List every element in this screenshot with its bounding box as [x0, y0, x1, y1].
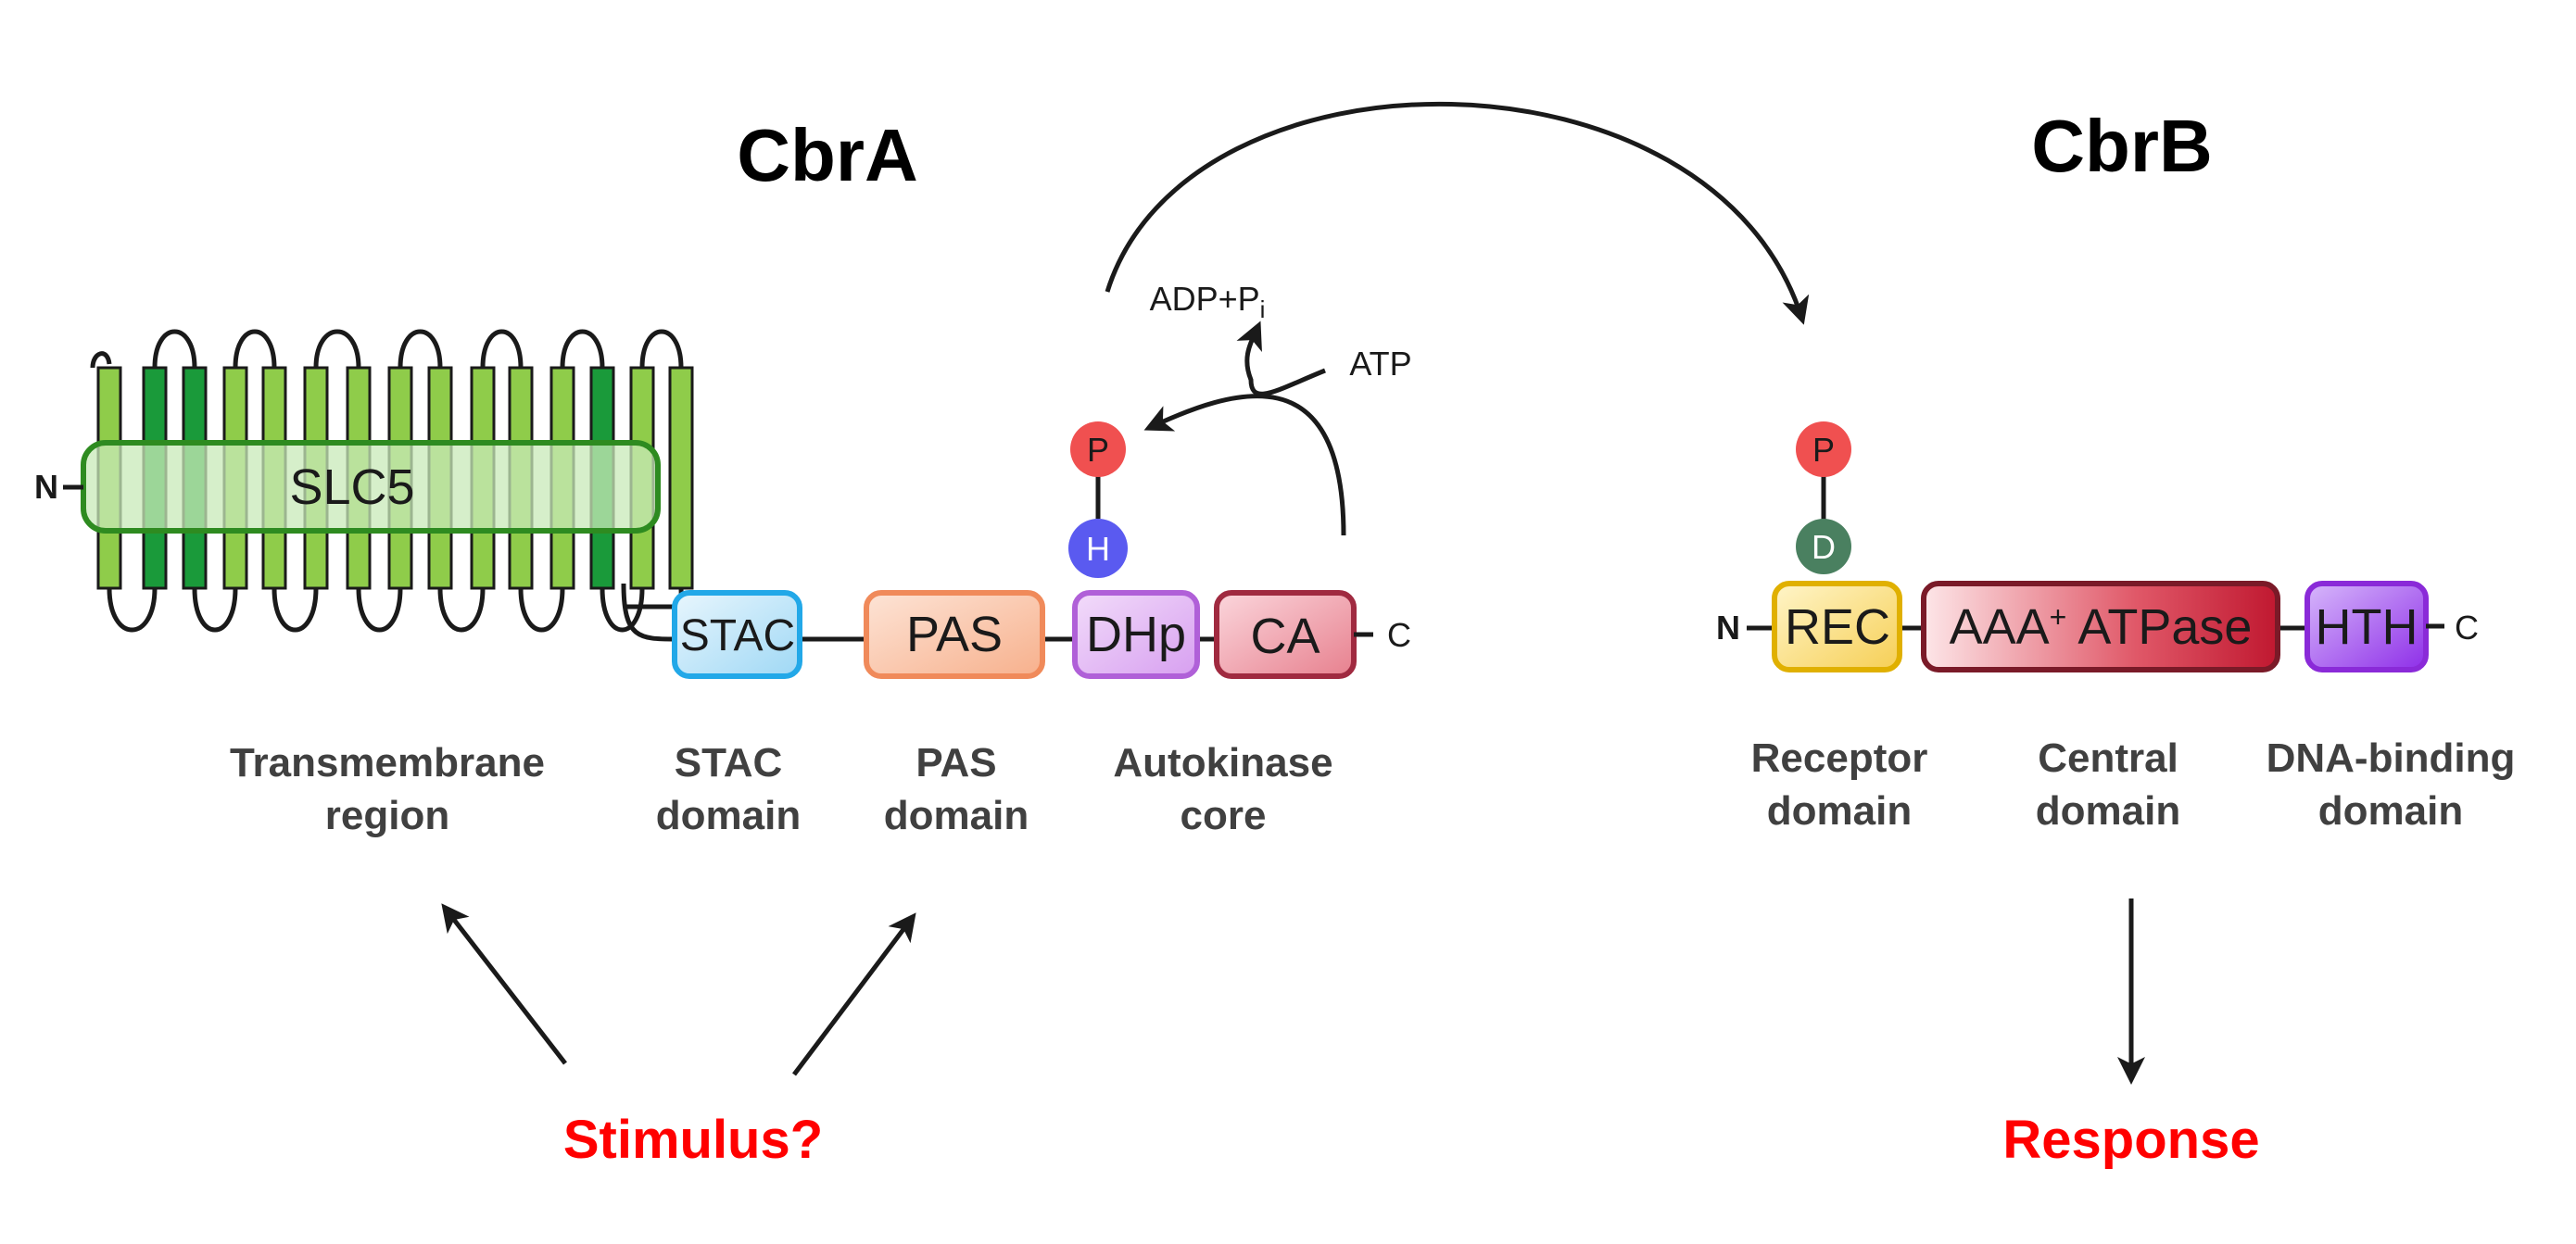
rec-domain-label: REC [1785, 599, 1890, 655]
autophosphorylation-arrow [1143, 394, 1346, 536]
autokinase-label-line2: core [1181, 793, 1267, 838]
tm-to-stac-linker [621, 583, 677, 642]
rec-domain-box [1772, 581, 1902, 672]
cbrb-c-terminus: C [2455, 609, 2479, 647]
dhp-domain-box [1072, 590, 1200, 679]
response-label: Response [2002, 1110, 2259, 1170]
stac-domain-box [672, 590, 802, 679]
cbrb-aspartate-label: D [1812, 528, 1836, 566]
slc5-label: SLC5 [289, 459, 414, 515]
cbra-title: CbrA [737, 114, 918, 196]
pas-domain-box [864, 590, 1045, 679]
stimulus-arrow-tm [441, 903, 567, 1065]
stimulus-arrow-pas [792, 912, 916, 1076]
receptor-label-line1: Receptor [1751, 735, 1928, 781]
aaa-atpase-domain-box [1921, 581, 2280, 672]
ca-domain-label: CA [1250, 609, 1320, 664]
stac-label-line2: domain [656, 793, 801, 838]
cbrb-phosphate-circle [1796, 421, 1851, 477]
cbra-phosphate-label: P [1087, 431, 1109, 469]
atp-hydrolysis-arrow [1236, 320, 1326, 396]
aaa-atpase-domain-label: AAA+ ATPase [1950, 599, 2253, 655]
stac-domain-label: STAC [680, 611, 795, 660]
cbrb-n-terminus: N [1716, 609, 1740, 647]
phosphotransfer-arrow [1105, 101, 1810, 325]
transmembrane-label-line1: Transmembrane [230, 740, 545, 785]
dna-binding-label-line1: DNA-binding [2267, 735, 2516, 781]
cbra-n-terminus: N [34, 468, 58, 506]
autokinase-label-line1: Autokinase [1113, 740, 1332, 785]
stac-label-line1: STAC [675, 740, 783, 785]
stimulus-label: Stimulus? [563, 1110, 823, 1170]
transmembrane-label-line2: region [325, 793, 449, 838]
hth-domain-label: HTH [2316, 599, 2418, 655]
pas-domain-label: PAS [906, 607, 1003, 662]
pas-label-line1: PAS [915, 740, 996, 785]
receptor-label-line2: domain [1767, 788, 1912, 834]
cbrb-aspartate-circle [1796, 519, 1851, 574]
dhp-domain-label: DHp [1086, 607, 1186, 662]
cbra-phosphate-circle [1070, 421, 1126, 477]
tm-helix [668, 366, 694, 590]
adp-pi-label: ADP+Pi [1150, 280, 1266, 323]
cbra-c-terminus: C [1387, 616, 1411, 654]
cbrb-title: CbrB [2031, 105, 2213, 187]
pas-label-line2: domain [884, 793, 1029, 838]
cbra-histidine-label: H [1086, 530, 1110, 568]
cbrb-phosphate-label: P [1812, 431, 1835, 469]
dna-binding-label-line2: domain [2318, 788, 2463, 834]
central-label-line2: domain [2036, 788, 2180, 834]
central-label-line1: Central [2038, 735, 2178, 781]
cbra-histidine-circle [1068, 519, 1128, 578]
atp-label: ATP [1349, 345, 1411, 383]
